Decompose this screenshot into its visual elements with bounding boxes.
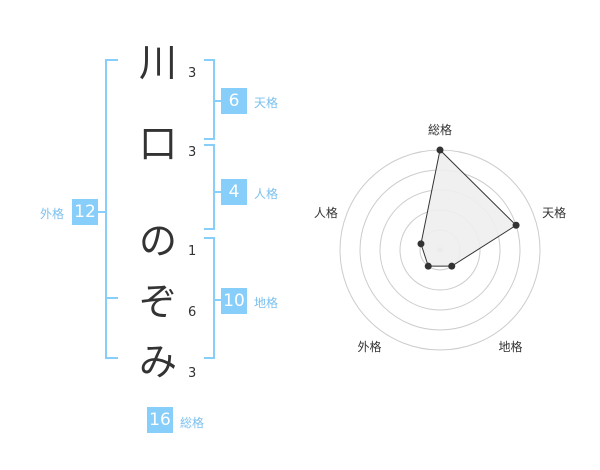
radar-axis-label-3: 地格 bbox=[499, 339, 523, 354]
radar-point-1 bbox=[436, 146, 444, 154]
gaikaku-bracket bbox=[105, 59, 118, 359]
name-char-5: み bbox=[138, 340, 177, 384]
name-char-4: ぞ bbox=[138, 280, 177, 324]
radar-point-3 bbox=[448, 262, 456, 270]
radar-point-4 bbox=[424, 262, 432, 270]
radar-point-5 bbox=[417, 240, 425, 248]
gaikaku-badge: 12 bbox=[72, 199, 98, 225]
radar-axis-label-2: 天格 bbox=[542, 205, 566, 220]
stroke-count-4: 6 bbox=[188, 305, 197, 320]
tenkaku-badge: 6 bbox=[221, 88, 247, 114]
stroke-count-1: 3 bbox=[188, 66, 197, 81]
name-char-3: の bbox=[138, 219, 177, 263]
radar-axis-label-4: 外格 bbox=[357, 339, 381, 354]
chikaku-label: 地格 bbox=[254, 296, 279, 310]
jinkaku-bracket bbox=[204, 144, 215, 230]
gaikaku-label: 外格 bbox=[40, 207, 65, 221]
tenkaku-bracket bbox=[204, 59, 215, 140]
chikaku-bracket bbox=[204, 237, 215, 359]
tenkaku-label: 天格 bbox=[254, 96, 279, 110]
chikaku-badge: 10 bbox=[221, 288, 247, 314]
jinkaku-label: 人格 bbox=[254, 187, 279, 201]
radar-series-shape bbox=[420, 148, 517, 267]
stroke-count-2: 3 bbox=[188, 145, 197, 160]
name-char-1: 川 bbox=[138, 41, 177, 85]
soukaku-label: 総格 bbox=[180, 416, 205, 430]
stroke-count-3: 1 bbox=[188, 244, 197, 259]
radar-point-2 bbox=[512, 221, 520, 229]
stroke-count-5: 3 bbox=[188, 366, 197, 381]
name-char-2: 口 bbox=[138, 122, 177, 166]
soukaku-badge: 16 bbox=[147, 407, 173, 433]
jinkaku-badge: 4 bbox=[221, 179, 247, 205]
radar-axis-label-5: 人格 bbox=[314, 205, 338, 220]
radar-axis-label-1: 総格 bbox=[428, 122, 452, 137]
